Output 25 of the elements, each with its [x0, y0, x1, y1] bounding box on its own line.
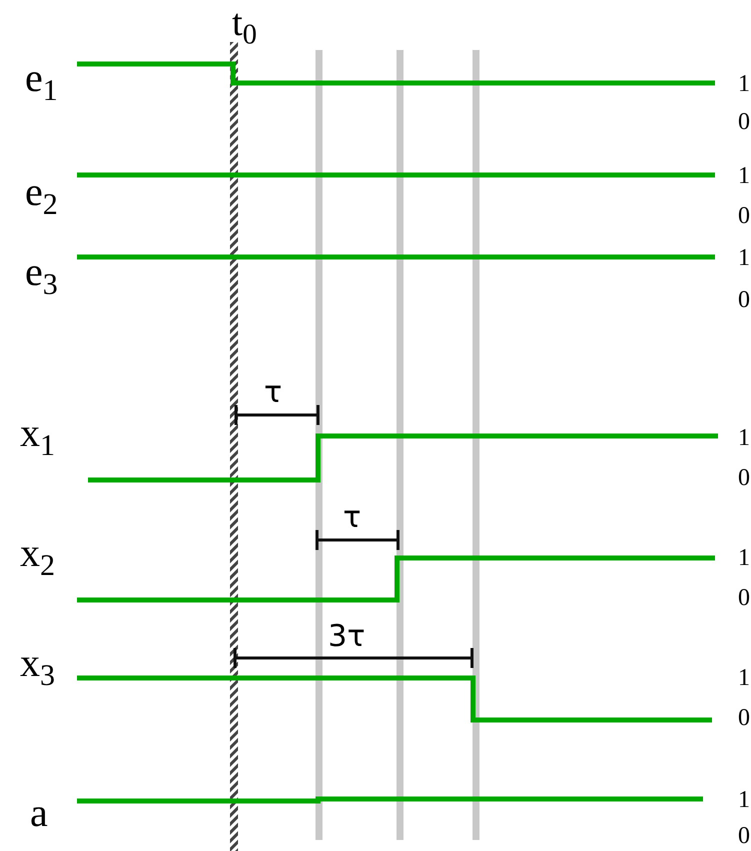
logic-level-label: 0 [738, 110, 750, 134]
signal-label: e$_{3}$ [25, 252, 58, 292]
signal-label: x$_{3}$ [20, 643, 55, 683]
logic-level-label: 1 [738, 788, 750, 812]
interval-label: τ [343, 503, 362, 533]
interval-label: τ [264, 378, 282, 408]
logic-level-label: 0 [738, 204, 750, 228]
time-label: t$_{0}$ [232, 4, 257, 42]
signal-label: x$_{1}$ [20, 413, 55, 453]
logic-level-label: 1 [738, 246, 750, 270]
logic-level-label: 0 [738, 706, 750, 730]
interval-label: 3τ [328, 622, 366, 652]
signal-label: x$_{2}$ [20, 533, 55, 573]
logic-level-label: 0 [738, 586, 750, 610]
logic-level-label: 0 [738, 288, 750, 312]
logic-level-label: 1 [738, 546, 750, 570]
signal-label: e$_{1}$ [25, 58, 58, 98]
logic-level-label: 1 [738, 666, 750, 690]
signal-label: a [30, 793, 48, 833]
logic-level-label: 0 [738, 824, 750, 848]
signal-label: e$_{2}$ [25, 172, 58, 212]
logic-level-label: 1 [738, 426, 750, 450]
logic-level-label: 0 [738, 466, 750, 490]
logic-level-label: 1 [738, 164, 750, 188]
logic-level-label: 1 [738, 72, 750, 96]
